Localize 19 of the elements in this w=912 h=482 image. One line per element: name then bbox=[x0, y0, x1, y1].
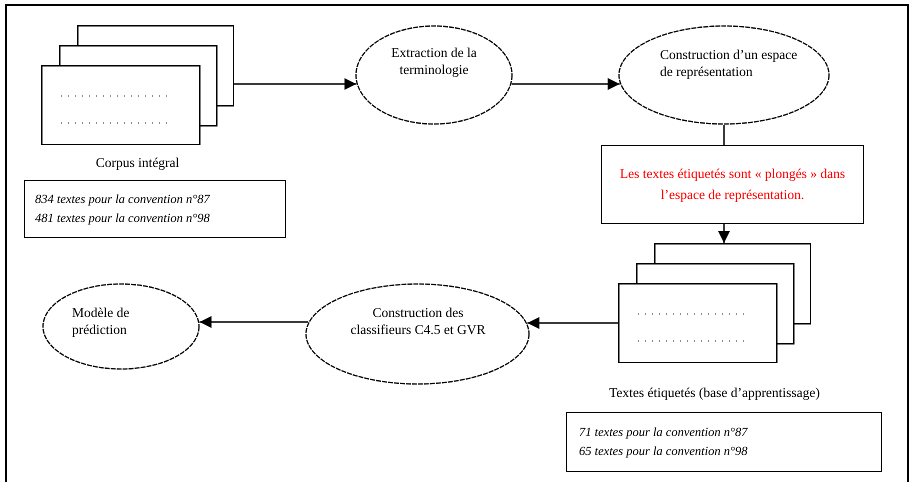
note-box bbox=[601, 145, 864, 224]
process-label: Construction d’un espace de représentation bbox=[660, 47, 798, 81]
note-box bbox=[24, 180, 286, 238]
note-text: Les textes étiquetés sont « plongés » dans l’espace de représentation. bbox=[618, 165, 846, 204]
note-text: 65 textes pour la convention n°98 bbox=[579, 443, 749, 460]
note-text: 481 textes pour la convention n°98 bbox=[35, 210, 211, 227]
arrow bbox=[200, 316, 308, 328]
stack-caption: Textes étiquetés (base d’apprentissage) bbox=[609, 385, 820, 401]
process-label: Construction des classifieurs C4.5 et GVR bbox=[350, 305, 486, 339]
arrow bbox=[512, 78, 620, 90]
stack-caption: Corpus intégral bbox=[96, 155, 180, 171]
note-text: 71 textes pour la convention n°87 bbox=[579, 424, 749, 442]
arrow bbox=[527, 317, 618, 329]
arrow bbox=[234, 78, 356, 90]
process-label: Extraction de la terminologie bbox=[390, 45, 478, 79]
process-label: Modèle de prédiction bbox=[72, 305, 130, 339]
note-box bbox=[566, 412, 882, 472]
note-text: 834 textes pour la convention n°87 bbox=[35, 191, 211, 208]
arrow bbox=[718, 224, 730, 243]
